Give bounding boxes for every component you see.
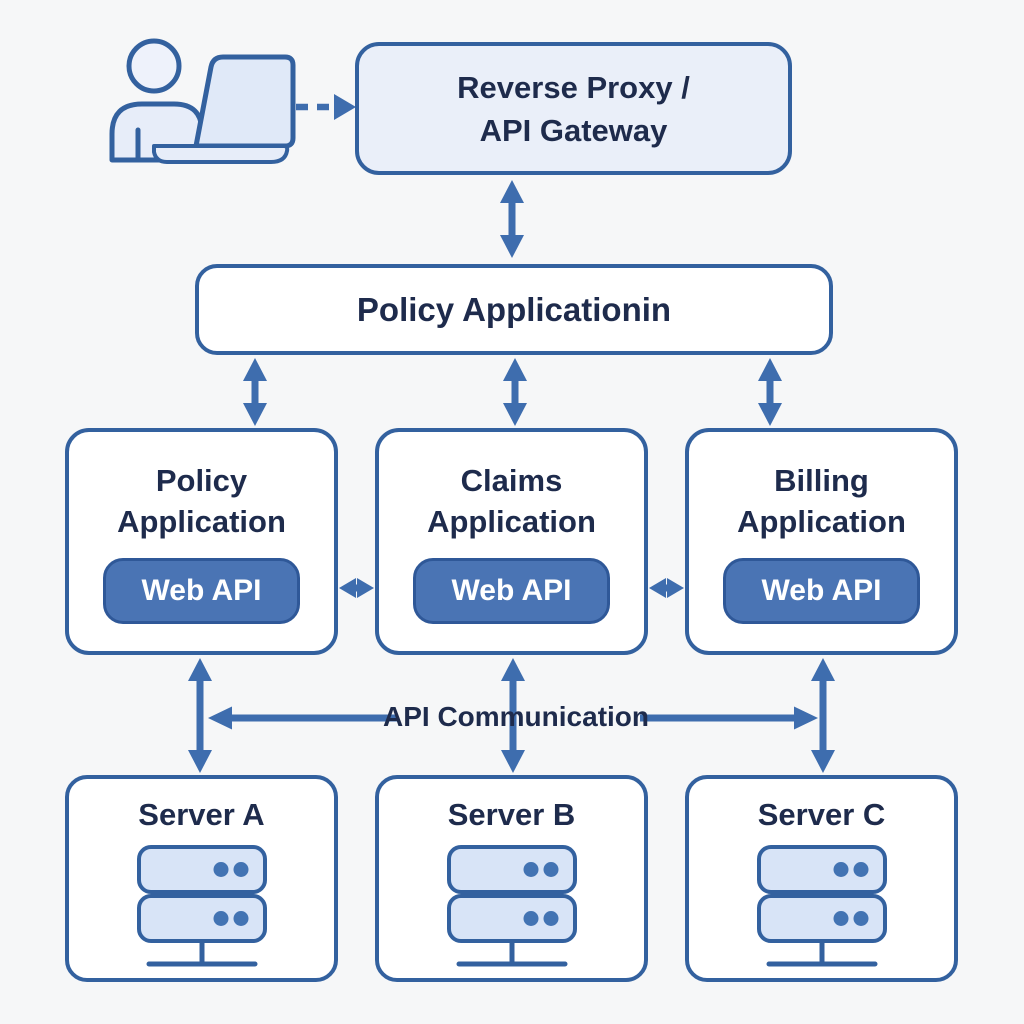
double-arrow-horizontal-icon (339, 578, 374, 598)
server-node-b: Server B (375, 775, 648, 982)
server-label: Server C (757, 797, 886, 832)
double-arrow-vertical-icon (501, 658, 525, 773)
app-node-billing: Billing Application Web API (685, 428, 958, 655)
double-arrow-vertical-icon (243, 358, 267, 426)
app-title-line2: Application (427, 504, 596, 539)
web-api-badge: Web API (723, 558, 920, 624)
gateway-label-line2: API Gateway (479, 112, 668, 148)
dashed-arrow-icon (296, 94, 356, 120)
app-title-line1: Policy (155, 463, 248, 498)
server-label: Server B (447, 797, 576, 832)
web-api-badge: Web API (413, 558, 610, 624)
server-rack-icon (756, 845, 887, 967)
app-title-line1: Claims (460, 463, 563, 498)
web-api-badge: Web API (103, 558, 300, 624)
double-arrow-vertical-icon (500, 180, 524, 258)
app-title-line2: Application (737, 504, 906, 539)
api-communication-label: API Communication (382, 701, 649, 732)
gateway-node: Reverse Proxy / API Gateway (355, 42, 792, 175)
server-rack-icon (136, 845, 267, 967)
app-title-line1: Billing (774, 463, 869, 498)
double-arrow-horizontal-icon (640, 706, 818, 730)
app-node-claims: Claims Application Web API (375, 428, 648, 655)
gateway-label-line1: Reverse Proxy / (457, 69, 690, 105)
double-arrow-horizontal-icon (649, 578, 684, 598)
orchestrator-node: Policy Applicationin (195, 264, 833, 355)
double-arrow-horizontal-icon (208, 706, 398, 730)
user-laptop-icon (109, 38, 296, 164)
double-arrow-vertical-icon (188, 658, 212, 773)
server-node-a: Server A (65, 775, 338, 982)
double-arrow-vertical-icon (811, 658, 835, 773)
app-title-line2: Application (117, 504, 286, 539)
orchestrator-label: Policy Applicationin (356, 290, 672, 328)
server-node-c: Server C (685, 775, 958, 982)
double-arrow-vertical-icon (758, 358, 782, 426)
double-arrow-vertical-icon (503, 358, 527, 426)
app-node-policy: Policy Application Web API (65, 428, 338, 655)
server-label: Server A (138, 797, 265, 832)
server-rack-icon (446, 845, 577, 967)
